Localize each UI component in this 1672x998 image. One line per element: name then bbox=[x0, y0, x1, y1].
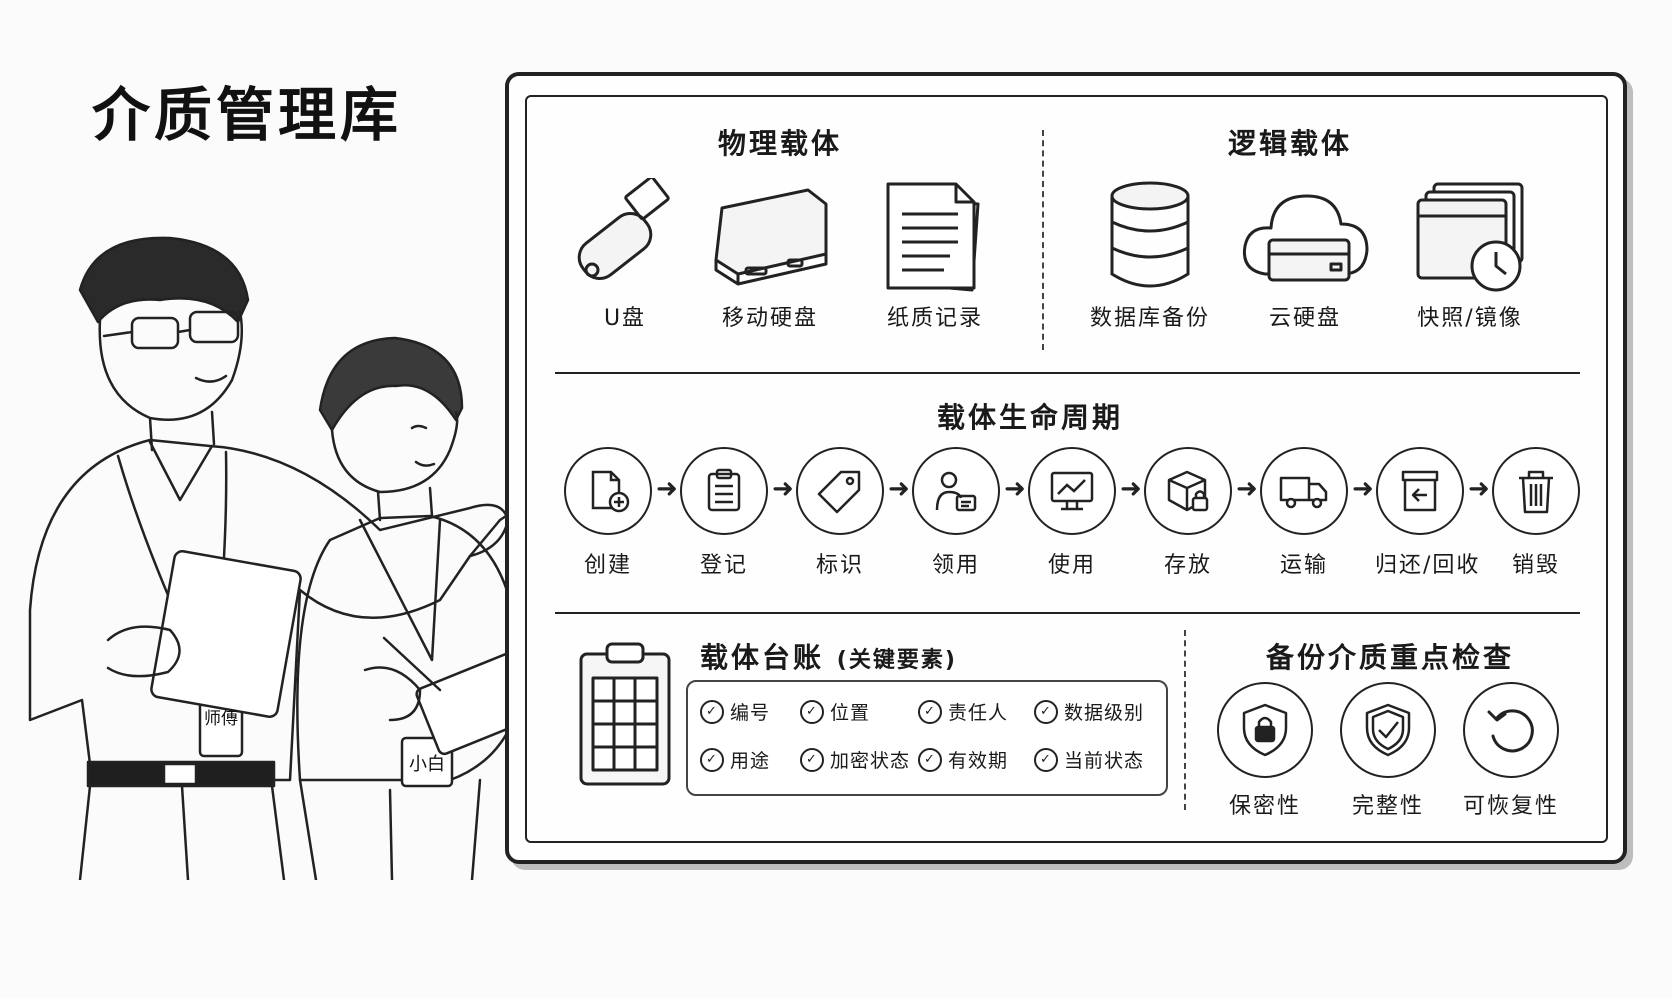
lifecycle-stage-create: 创建 bbox=[563, 447, 653, 579]
lifecycle-stage-destroy: 销毁 bbox=[1491, 447, 1581, 579]
stage-label: 创建 bbox=[583, 553, 632, 578]
check-icon: ✓ bbox=[918, 699, 942, 724]
cloud-drive-icon bbox=[1242, 194, 1369, 282]
usb-drive-icon bbox=[577, 178, 670, 281]
clipboard-grid-icon bbox=[579, 642, 671, 786]
restore-arrow-icon bbox=[1487, 709, 1534, 753]
carrier-label: 云硬盘 bbox=[1268, 306, 1341, 331]
ledger-title-text: 载体台账 bbox=[700, 641, 825, 674]
arrow-icon: ➜ bbox=[1352, 474, 1374, 504]
apprentice-badge: 小白 bbox=[409, 754, 445, 774]
backup-check-title: 备份介质重点检查 bbox=[1265, 641, 1514, 674]
carrier-label: U盘 bbox=[603, 306, 647, 331]
carrier-label: 移动硬盘 bbox=[721, 306, 818, 331]
ledger-field: ✓有效期 bbox=[918, 746, 1008, 773]
logical-carriers-title: 逻辑载体 bbox=[1227, 127, 1352, 160]
check-icon: ✓ bbox=[1034, 747, 1058, 772]
portable-hard-drive-icon bbox=[714, 188, 828, 286]
create-file-icon bbox=[591, 470, 630, 513]
backup-check-label: 完整性 bbox=[1351, 794, 1424, 819]
paper-document-icon bbox=[886, 182, 980, 292]
carrier-label: 数据库备份 bbox=[1089, 306, 1210, 331]
monitor-chart-icon bbox=[1050, 471, 1094, 511]
arrow-icon: ➜ bbox=[1468, 474, 1490, 504]
check-icon: ✓ bbox=[700, 747, 724, 772]
carrier-paper-record: 纸质记录 bbox=[875, 178, 995, 332]
backup-check-confidentiality: 保密性 bbox=[1215, 682, 1315, 820]
ledger-field: ✓用途 bbox=[700, 746, 770, 773]
carrier-snapshot-image: 快照/镜像 bbox=[1400, 178, 1540, 332]
lifecycle-stage-register: 登记 bbox=[679, 447, 769, 579]
stage-label: 运输 bbox=[1279, 553, 1328, 578]
stage-label: 标识 bbox=[815, 553, 864, 578]
lifecycle-stage-return: 归还/回收 bbox=[1375, 447, 1481, 579]
stage-label: 存放 bbox=[1163, 553, 1212, 578]
lifecycle-title: 载体生命周期 bbox=[936, 401, 1123, 434]
check-icon: ✓ bbox=[800, 747, 824, 772]
carrier-label: 纸质记录 bbox=[886, 306, 983, 331]
box-lock-icon bbox=[1167, 470, 1209, 512]
lifecycle-stage-label: 标识 bbox=[795, 447, 885, 579]
backup-check-label: 保密性 bbox=[1228, 794, 1301, 819]
arrow-icon: ➜ bbox=[1004, 474, 1026, 504]
backup-check-recoverability: 可恢复性 bbox=[1461, 682, 1561, 820]
display-board-inner bbox=[525, 95, 1608, 843]
lifecycle-stage-checkout: 领用 bbox=[911, 447, 1001, 579]
arrow-icon: ➜ bbox=[1120, 474, 1142, 504]
trash-icon bbox=[1519, 470, 1553, 514]
ledger-fields-panel bbox=[686, 680, 1168, 796]
ledger-field: ✓编号 bbox=[700, 698, 770, 725]
stage-label: 使用 bbox=[1047, 553, 1096, 578]
carrier-database-backup: 数据库备份 bbox=[1080, 178, 1220, 332]
carrier-cloud-drive: 云硬盘 bbox=[1235, 178, 1375, 332]
lifecycle-stage-transport: 运输 bbox=[1259, 447, 1349, 579]
return-box-icon bbox=[1401, 470, 1439, 512]
characters-illustration: 师傅 小白 bbox=[28, 236, 541, 880]
arrow-icon: ➜ bbox=[1236, 474, 1258, 504]
backup-check-integrity: 完整性 bbox=[1338, 682, 1438, 820]
ledger-field: ✓数据级别 bbox=[1034, 698, 1144, 725]
ledger-field: ✓当前状态 bbox=[1034, 746, 1144, 773]
stage-label: 领用 bbox=[931, 553, 980, 578]
carrier-usb-drive: U盘 bbox=[565, 178, 685, 332]
database-icon bbox=[1110, 181, 1190, 288]
carrier-portable-hard-drive: 移动硬盘 bbox=[705, 178, 835, 332]
ledger-title: 载体台账 (关键要素) bbox=[700, 636, 957, 676]
shield-lock-icon bbox=[1242, 703, 1288, 757]
physical-carriers-title: 物理载体 bbox=[717, 127, 842, 160]
check-icon: ✓ bbox=[800, 699, 824, 724]
ledger-divider bbox=[1184, 630, 1186, 810]
check-icon: ✓ bbox=[700, 699, 724, 724]
stage-label: 登记 bbox=[699, 553, 748, 578]
lifecycle-stage-use: 使用 bbox=[1027, 447, 1117, 579]
ledger-subtitle: (关键要素) bbox=[836, 648, 957, 673]
arrow-icon: ➜ bbox=[888, 474, 910, 504]
arrow-icon: ➜ bbox=[656, 474, 678, 504]
section-divider bbox=[555, 612, 1580, 614]
snapshot-clock-icon bbox=[1416, 182, 1524, 292]
ledger-field: ✓加密状态 bbox=[800, 746, 910, 773]
carrier-label: 快照/镜像 bbox=[1417, 306, 1523, 331]
backup-check-label: 可恢复性 bbox=[1462, 794, 1559, 819]
user-receive-icon bbox=[935, 471, 977, 512]
master-badge: 师傅 bbox=[204, 709, 238, 728]
clipboard-list-icon bbox=[707, 468, 741, 512]
arrow-icon: ➜ bbox=[772, 474, 794, 504]
carrier-divider bbox=[1042, 130, 1044, 350]
check-icon: ✓ bbox=[1034, 699, 1058, 724]
ledger-field: ✓位置 bbox=[800, 698, 870, 725]
shield-check-icon bbox=[1365, 703, 1411, 757]
check-icon: ✓ bbox=[918, 747, 942, 772]
lifecycle-stage-store: 存放 bbox=[1143, 447, 1233, 579]
page-title: 介质管理库 bbox=[92, 81, 403, 149]
tag-icon bbox=[817, 470, 861, 514]
stage-label: 销毁 bbox=[1511, 553, 1560, 578]
section-divider bbox=[555, 372, 1580, 374]
truck-icon bbox=[1279, 476, 1328, 509]
stage-label: 归还/回收 bbox=[1375, 553, 1481, 578]
ledger-field: ✓责任人 bbox=[918, 698, 1008, 725]
